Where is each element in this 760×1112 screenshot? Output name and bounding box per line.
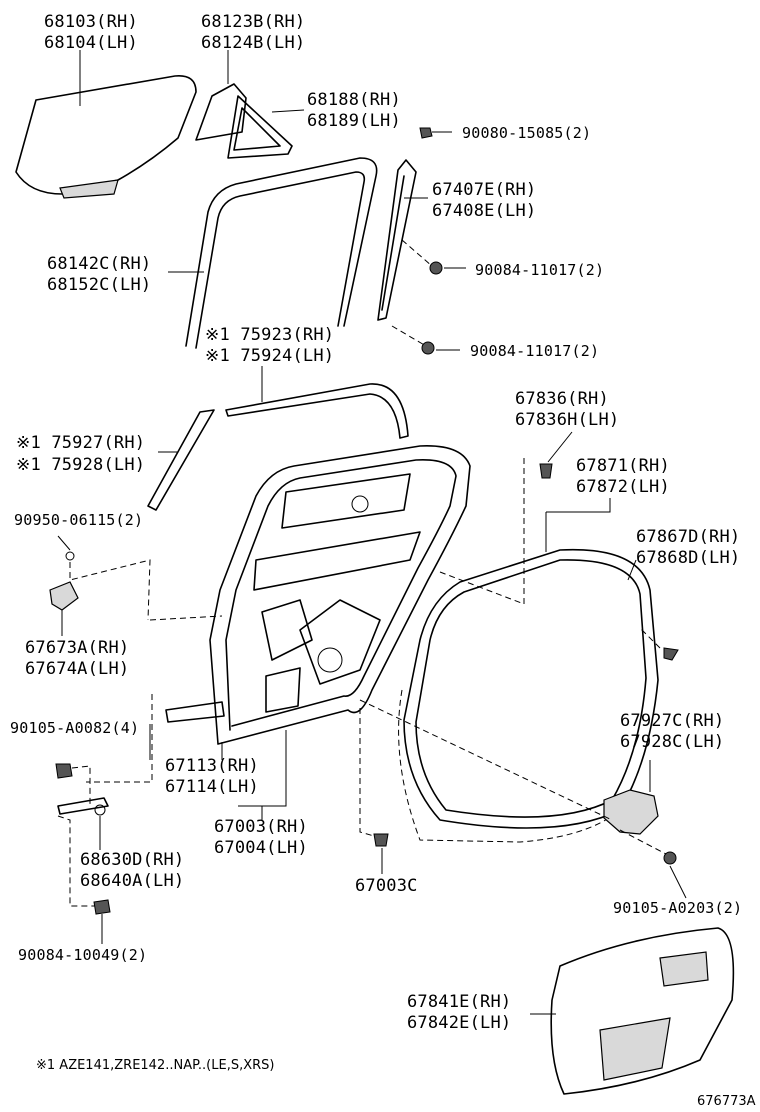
label-screw-top: 90080-15085(2): [462, 124, 592, 142]
rear-seal: [603, 789, 659, 835]
label-seal-lh: 67928C(LH): [620, 732, 725, 752]
label-seal-rh: 67927C(RH): [620, 711, 725, 731]
door-panel: [209, 445, 471, 745]
belt-moulding: [225, 383, 409, 439]
label-weatherstrip-rh: 67871(RH): [576, 456, 670, 476]
label-quarter-weatherstrip-rh: 68188(RH): [307, 90, 401, 110]
label-quarter-glass-lh: 68124B(LH): [201, 33, 306, 53]
label-garnish-rh: ※1 75927(RH): [16, 433, 146, 453]
bolt-d-icon: [663, 851, 677, 865]
service-hole-cover: [550, 927, 735, 1095]
door-glass: [15, 75, 197, 199]
label-bolt-a: 90084-11017(2): [475, 261, 605, 279]
label-plug: 90950-06115(2): [14, 511, 144, 529]
label-clip-a-rh: 67836(RH): [515, 389, 609, 409]
bolt-a-icon: [429, 261, 443, 275]
label-clip-a-lh: 67836H(LH): [515, 410, 620, 430]
label-door-panel-rh: 67003(RH): [214, 817, 308, 837]
label-clip-b-rh: 67867D(RH): [636, 527, 741, 547]
label-check-rh: 68630D(RH): [80, 850, 185, 870]
panel-seal: [165, 701, 225, 723]
label-bolt-e: 90084-10049(2): [18, 946, 148, 964]
label-run-channel-lh: 68152C(LH): [47, 275, 152, 295]
grommet-icon: [373, 833, 389, 847]
label-hinge-rh: 67673A(RH): [25, 638, 130, 658]
run-channel: [185, 157, 378, 349]
leader-lines: [57, 50, 687, 1015]
clip-b-icon: [663, 647, 679, 661]
label-check-lh: 68640A(LH): [80, 871, 185, 891]
label-division-bar-lh: 67408E(LH): [432, 201, 537, 221]
label-hinge-lh: 67674A(LH): [25, 659, 130, 679]
label-panel-seal-rh: 67113(RH): [165, 756, 259, 776]
label-belt-moulding-rh: ※1 75923(RH): [205, 325, 335, 345]
label-service-hole-cover-lh: 67842E(LH): [407, 1013, 512, 1033]
label-belt-moulding-lh: ※1 75924(LH): [205, 346, 335, 366]
label-bolt-b: 90084-11017(2): [470, 342, 600, 360]
door-check: [57, 797, 109, 816]
division-bar: [377, 159, 417, 321]
label-grommet: 67003C: [355, 876, 418, 896]
quarter-glass: [195, 83, 247, 141]
label-bolt-d: 90105-A0203(2): [613, 899, 743, 917]
quarter-weatherstrip: [227, 95, 293, 159]
screw-top-icon: [419, 127, 433, 139]
bolt-b-icon: [421, 341, 435, 355]
label-glass-lh: 68104(LH): [44, 33, 138, 53]
label-glass-rh: 68103(RH): [44, 12, 138, 32]
label-division-bar-rh: 67407E(RH): [432, 180, 537, 200]
bolt-e-icon: [93, 899, 111, 915]
label-door-panel-lh: 67004(LH): [214, 838, 308, 858]
label-bolt-c: 90105-A0082(4): [10, 719, 140, 737]
label-run-channel-rh: 68142C(RH): [47, 254, 152, 274]
garnish: [147, 409, 215, 511]
hinge: [49, 581, 79, 611]
label-weatherstrip-lh: 67872(LH): [576, 477, 670, 497]
footnote: ※1 AZE141,ZRE142..NAP..(LE,S,XRS): [36, 1058, 275, 1073]
diagram-ref: 676773A: [697, 1094, 756, 1109]
label-quarter-glass-rh: 68123B(RH): [201, 12, 306, 32]
label-clip-b-lh: 67868D(LH): [636, 548, 741, 568]
label-service-hole-cover-rh: 67841E(RH): [407, 992, 512, 1012]
bolt-c-icon: [55, 763, 73, 779]
label-garnish-lh: ※1 75928(LH): [16, 455, 146, 475]
label-panel-seal-lh: 67114(LH): [165, 777, 259, 797]
plug-icon: [65, 551, 75, 561]
label-quarter-weatherstrip-lh: 68189(LH): [307, 111, 401, 131]
clip-a-icon: [539, 463, 553, 479]
door-weatherstrip: [398, 548, 659, 843]
